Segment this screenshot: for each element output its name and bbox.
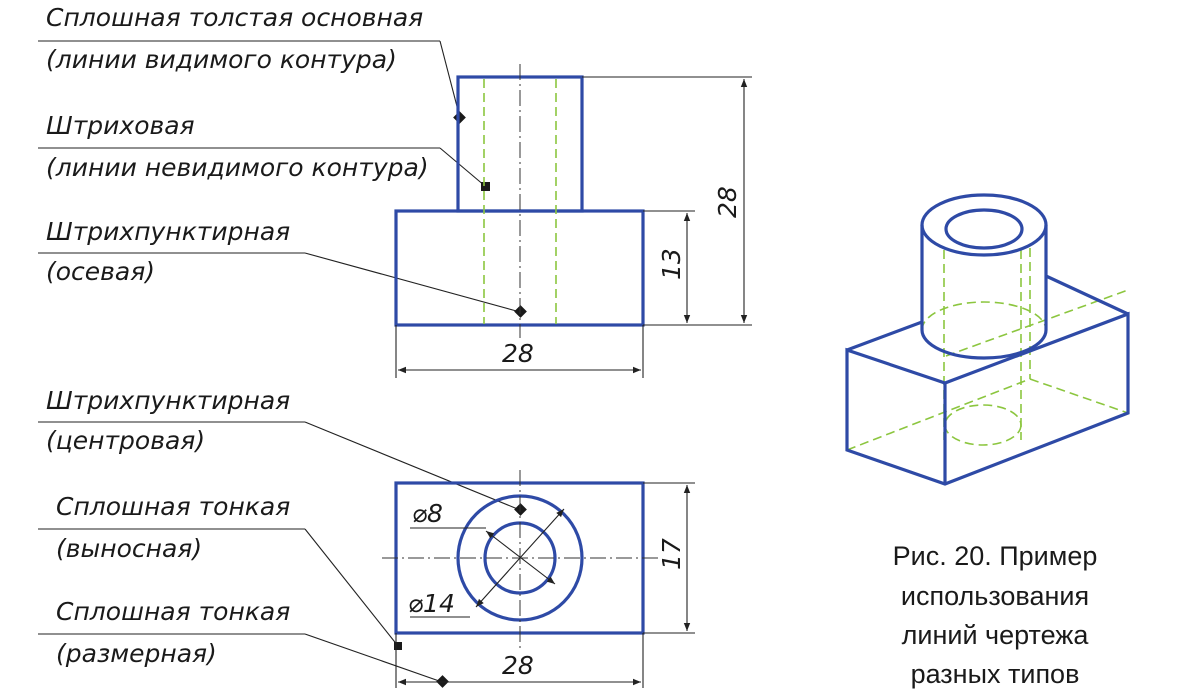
callout-hidden-contour-marker [481,182,490,191]
figure-caption: Рис. 20. Пример использования линий черт… [893,541,1098,689]
front-dim-total-height-label: 28 [713,186,742,218]
caption-line-3: линий чертежа [902,620,1090,650]
iso-hidden-back-bottom-left [846,378,1031,451]
callout-extension-marker [394,642,402,650]
callout-center-subtitle: (центровая) [46,426,205,455]
callout-axis-title: Штрихпунктирная [46,217,290,246]
front-view: 28 13 28 [394,64,752,378]
callout-axis-subtitle: (осевая) [46,257,155,286]
callout-extension-subtitle: (выносная) [56,534,202,563]
top-dim-width-label: 28 [502,651,534,680]
callout-center-line: Штрихпунктирная (центровая) [38,386,527,516]
callout-hidden-contour-leader [439,147,486,187]
callout-hidden-contour: Штриховая (линии невидимого контура) [38,111,490,191]
callout-center-leader [304,421,521,511]
iso-cyl-base-front [920,329,1048,360]
callout-extension-leader [304,528,399,647]
callout-visible-contour: Сплошная толстая основная (линии видимог… [38,3,466,124]
iso-cyl-top [920,193,1048,257]
iso-block-top-right-edge [1045,274,1129,316]
callout-extension-title: Сплошная тонкая [56,492,290,521]
front-dim-width-label: 28 [502,339,534,368]
top-dim-depth-label: 17 [657,538,686,570]
isometric-view [845,193,1130,486]
callout-dimension-leader [304,633,443,683]
callout-extension-line: Сплошная тонкая (выносная) [38,492,402,650]
iso-block-top-left-edge [846,320,923,352]
callout-dimension-title: Сплошная тонкая [56,597,290,626]
callout-hidden-contour-title: Штриховая [46,111,195,140]
top-view: ⌀8 ⌀14 17 28 [382,470,695,688]
iso-hidden-hole-bottom [944,404,1022,446]
caption-line-1: Рис. 20. Пример [893,541,1098,571]
callout-dimension-subtitle: (размерная) [56,639,217,668]
top-dim-inner-diameter-label: ⌀8 [412,499,443,528]
callout-hidden-contour-subtitle: (линии невидимого контура) [46,153,429,182]
caption-line-2: использования [901,581,1089,611]
callout-visible-contour-title: Сплошная толстая основная [46,3,423,32]
callout-dimension-line: Сплошная тонкая (размерная) [38,597,449,688]
caption-line-4: разных типов [911,659,1080,689]
callout-center-title: Штрихпунктирная [46,386,290,415]
callout-axis-leader [304,252,521,313]
iso-hidden-back-bottom-right [1029,378,1129,414]
callout-visible-contour-subtitle: (линии видимого контура) [46,45,397,74]
callout-axis-line: Штрихпунктирная (осевая) [38,217,527,318]
front-dim-base-height-label: 13 [657,248,686,280]
iso-hidden-cyl-base-back [921,301,1047,331]
top-dim-outer-diameter-label: ⌀14 [408,589,455,618]
top-dim-outer-diameter-line [475,508,565,608]
iso-hole-top [944,208,1024,250]
